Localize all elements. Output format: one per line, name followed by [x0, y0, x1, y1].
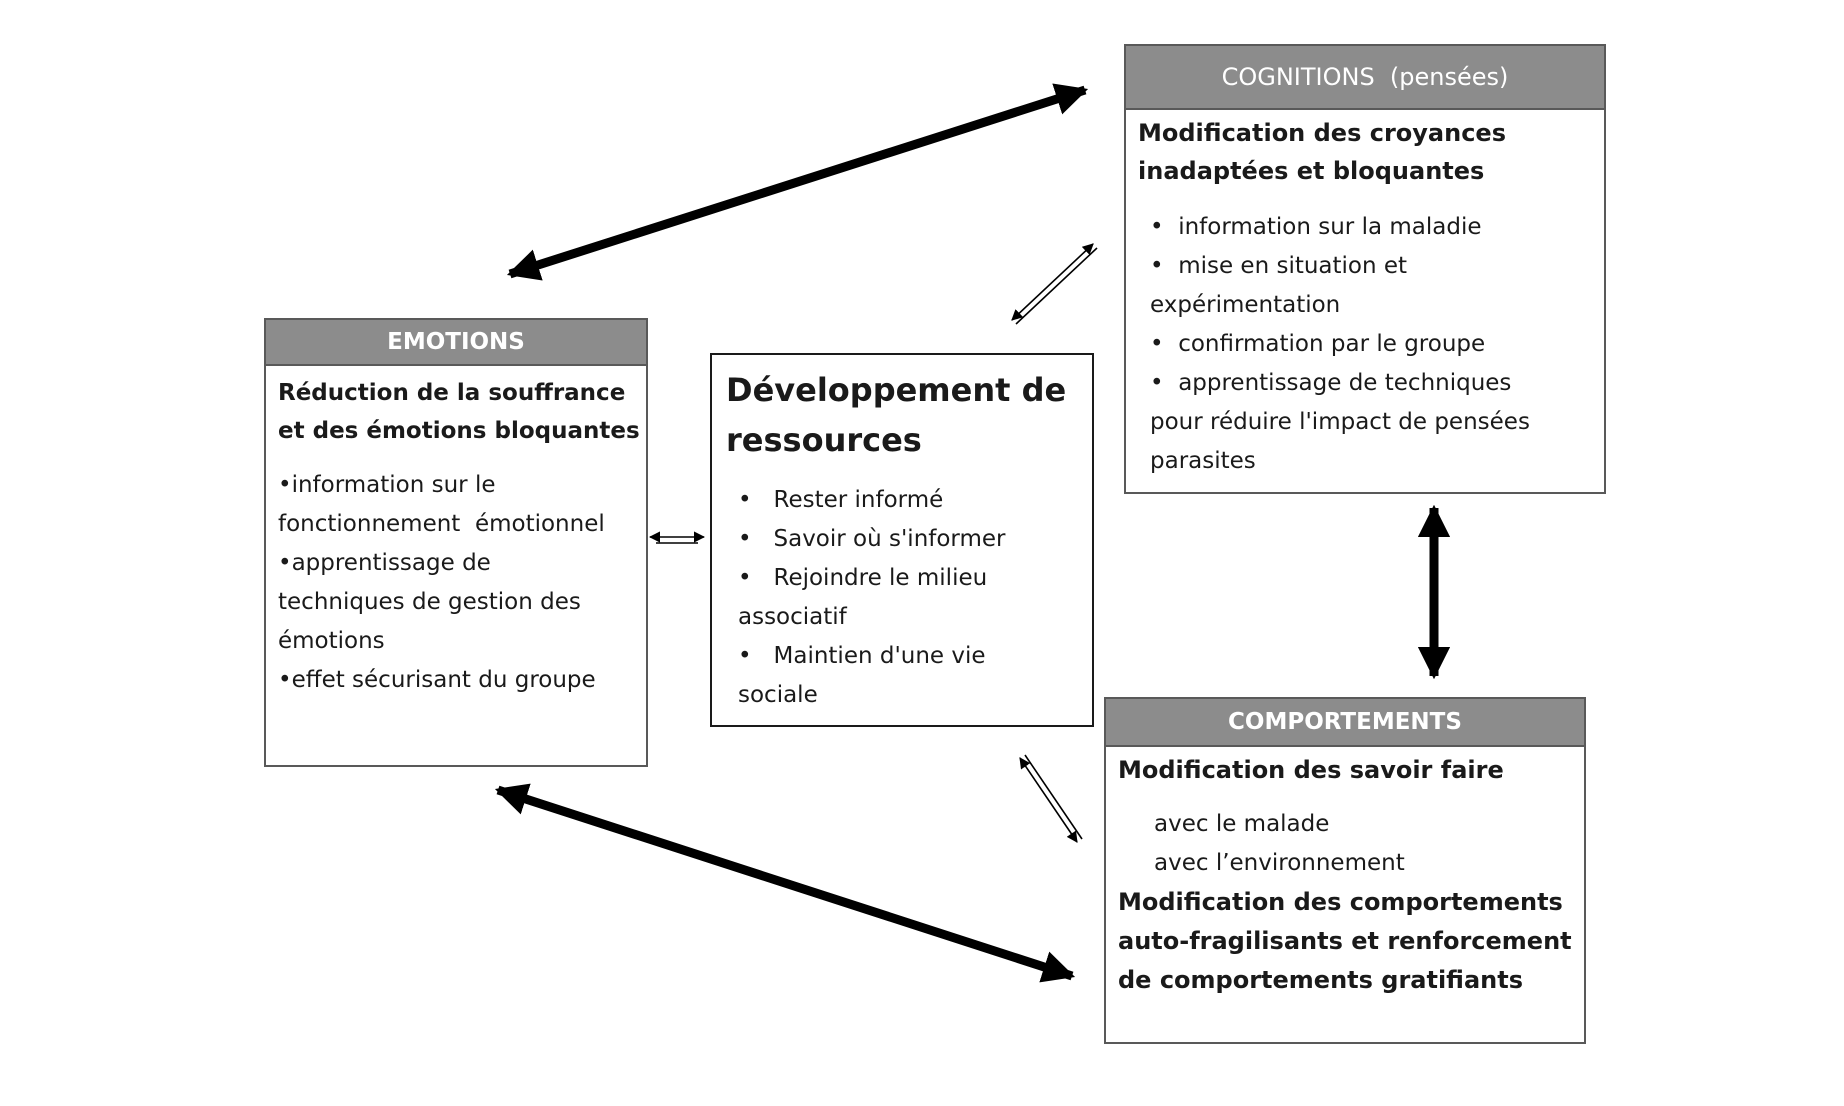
- cognitions-item: parasites: [1150, 448, 1256, 474]
- cognitions-title-line: Modification des croyances: [1138, 119, 1506, 147]
- cognitions-item: expérimentation: [1150, 292, 1341, 318]
- arrow-emotions-comportements: [494, 783, 1076, 983]
- emotions-items: •information sur le fonctionnement émoti…: [266, 450, 646, 700]
- ressources-items: • Rester informé • Savoir où s'informer …: [712, 465, 1092, 715]
- comportements-title-2: Modification des comportements auto-frag…: [1106, 883, 1584, 1000]
- emotions-item: émotions: [278, 628, 385, 654]
- ressources-item: associatif: [738, 604, 847, 630]
- arrow-emotions-ressources: [648, 531, 706, 544]
- ressources-title-line: Développement de: [726, 371, 1067, 409]
- emotions-item: •apprentissage de: [278, 550, 491, 576]
- ressources-item: • Maintien d'une vie: [738, 643, 986, 669]
- cognitions-item: • mise en situation et: [1150, 253, 1408, 279]
- cognitions-item: • confirmation par le groupe: [1150, 331, 1486, 357]
- comportements-sub-item: avec l’environnement: [1154, 850, 1405, 876]
- emotions-item: •information sur le: [278, 472, 496, 498]
- ressources-title-line: ressources: [726, 421, 922, 459]
- cognitions-title: Modification des croyances inadaptées et…: [1126, 110, 1604, 190]
- comportements-title-2-line: auto-fragilisants et renforcement: [1118, 927, 1572, 955]
- arrow-ressources-comportements: [1019, 754, 1083, 843]
- emotions-item: fonctionnement émotionnel: [278, 511, 605, 537]
- arrow-emotions-cognitions: [506, 83, 1089, 281]
- arrow-ressources-cognitions: [1011, 243, 1098, 325]
- emotions-box: EMOTIONS Réduction de la souffrance et d…: [264, 318, 648, 767]
- ressources-title: Développement de ressources: [712, 355, 1092, 465]
- comportements-box: COMPORTEMENTS Modification des savoir fa…: [1104, 697, 1586, 1044]
- comportements-title-2-line: Modification des comportements: [1118, 888, 1563, 916]
- comportements-sub-item: avec le malade: [1154, 811, 1330, 837]
- ressources-item: sociale: [738, 682, 818, 708]
- comportements-title-2-line: de comportements gratifiants: [1118, 966, 1524, 994]
- cognitions-item: • apprentissage de techniques: [1150, 370, 1512, 396]
- cognitions-item: • information sur la maladie: [1150, 214, 1482, 240]
- cognitions-item: pour réduire l'impact de pensées: [1150, 409, 1530, 435]
- emotions-header: EMOTIONS: [266, 320, 646, 366]
- cognitions-items: • information sur la maladie • mise en s…: [1126, 190, 1604, 481]
- cognitions-title-line: inadaptées et bloquantes: [1138, 157, 1485, 185]
- emotions-item: techniques de gestion des: [278, 589, 581, 615]
- cognitions-box: COGNITIONS (pensées) Modification des cr…: [1124, 44, 1606, 494]
- comportements-header: COMPORTEMENTS: [1106, 699, 1584, 747]
- cognitions-header: COGNITIONS (pensées): [1126, 46, 1604, 110]
- emotions-title-line: et des émotions bloquantes: [278, 418, 640, 444]
- ressources-item: • Savoir où s'informer: [738, 526, 1006, 552]
- emotions-title: Réduction de la souffrance et des émotio…: [266, 366, 646, 450]
- comportements-title-1: Modification des savoir faire: [1118, 756, 1504, 784]
- comportements-sub-items: avec le malade avec l’environnement: [1106, 789, 1584, 883]
- emotions-title-line: Réduction de la souffrance: [278, 380, 626, 406]
- emotions-item: •effet sécurisant du groupe: [278, 667, 596, 693]
- ressources-item: • Rester informé: [738, 487, 944, 513]
- ressources-item: • Rejoindre le milieu: [738, 565, 988, 591]
- ressources-box: Développement de ressources • Rester inf…: [710, 353, 1094, 727]
